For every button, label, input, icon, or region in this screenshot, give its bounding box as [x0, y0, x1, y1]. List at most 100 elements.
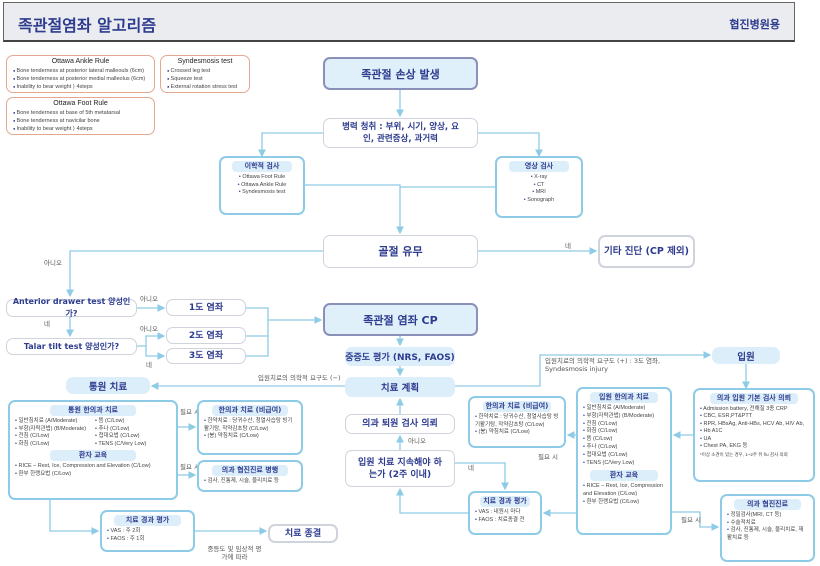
box-title: 이학적 검사: [232, 161, 292, 172]
syndesmosis-test-box: Syndesmosis test Crossed leg testSqueeze…: [160, 55, 250, 93]
list-item: VAS : 주 2회: [107, 528, 188, 536]
box-title: 입원 한의과 치료: [590, 392, 658, 403]
list-item: 뜸 (C/Low): [583, 436, 665, 444]
list-item: TENS (C/Very Low): [583, 460, 665, 468]
list-item: 부항(자락관법) (B/Moderate): [15, 426, 91, 434]
inpatient-noninsured-box: 한의과 치료 (비급여) 한약치료 : 당귀수산, 청열사습탕 빙기활기탕, 작…: [468, 396, 566, 448]
discharge-test-node: 의과 퇴원 검사 의뢰: [345, 414, 455, 434]
note: *이상 소견이 있는 경우, 1~2주 뒤 f/u 검사 의뢰: [700, 452, 788, 458]
list-item: 수술적치료: [727, 520, 808, 528]
list-item: Crossed leg test: [167, 67, 243, 75]
list-item: 일반침치료 (A/Moderate): [15, 418, 91, 426]
outpatient-coop-box: 의과 협진진료 병행 검사, 진통제, 시술, 물리치료 등: [197, 460, 303, 492]
inpatient-coop-box: 의과 협진진료 정밀검사(MRI, CT 등)수술적치료검사, 진통제, 시술,…: [720, 494, 815, 562]
no-label: 아니오: [408, 437, 426, 445]
list-item: 환부 한랭요법 (C/Low): [15, 471, 171, 479]
other-diagnosis-node: 기타 진단 (CP 제외): [598, 235, 695, 268]
box-title: 치료 경과 평가: [480, 496, 530, 507]
box-title: 한의과 치료 (비급여): [212, 405, 288, 416]
list-item: UA: [700, 436, 808, 443]
list-item: Hb A1C: [700, 428, 808, 435]
box-title: 환자 교육: [50, 450, 136, 461]
if-needed-label: 필요 시: [180, 463, 201, 471]
box-title: 영상 검사: [508, 161, 570, 172]
treatment-plan-node: 치료 계획: [345, 377, 455, 397]
anterior-drawer-node: Anterior drawer test 양성인가?: [6, 297, 137, 318]
list-item: 환부 한랭요법 (C/Low): [583, 499, 665, 507]
outpatient-eval-box: 치료 경과 평가 VAS : 주 2회FAOS : 주 1회: [100, 510, 195, 552]
list-item: X-ray: [502, 174, 576, 182]
list-item: 뜸 (C/Low): [95, 418, 171, 426]
list-item: RICE – Rest, Ice, Compression and Elevat…: [583, 483, 665, 499]
list-item: CT: [502, 182, 576, 190]
cp-node: 족관절 염좌 CP: [323, 303, 478, 336]
list-item: 정밀검사(MRI, CT 등): [727, 512, 808, 520]
if-needed-label: 필요 시: [538, 453, 559, 461]
inpatient-plus-label: 입원치료의 의학적 요구도 (+) : 3도 염좌, Syndesmosis i…: [545, 357, 661, 373]
no-label: 아니오: [140, 295, 158, 303]
list-item: 화침 (C/Low): [583, 428, 665, 436]
outpatient-care-box: 통원 한의과 치료 일반침치료 (A/Moderate)부항(자락관법) (B/…: [8, 400, 178, 500]
list-item: 검사, 진통제, 시술, 물리치료 등: [204, 478, 296, 486]
grade2-node: 2도 염좌: [166, 327, 246, 344]
box-title: 의과 협진진료 병행: [212, 465, 288, 476]
list-item: Ottawa Foot Rule: [226, 174, 298, 182]
list-item: 화침 (C/Low): [15, 441, 91, 449]
list-item: Inability to bear weight ⟩ 4steps: [13, 125, 148, 133]
by-severity-label: 중등도 및 임상적 평가에 따라: [207, 545, 262, 561]
yes-label: 네: [468, 464, 474, 472]
yes-label: 네: [146, 361, 152, 369]
list-item: Sonograph: [502, 197, 576, 205]
page-title: 족관절염좌 알고리즘: [18, 16, 157, 35]
list-item: Syndesmosis test: [226, 189, 298, 197]
box-title: 통원 한의과 치료: [50, 405, 136, 416]
box-title: 한의과 치료 (비급여): [482, 401, 552, 412]
fracture-node: 골절 유무: [323, 235, 478, 268]
yes-label: 네: [44, 320, 50, 328]
list-item: RICE – Rest, Ice, Compression and Elevat…: [15, 463, 171, 471]
if-needed-label: 필요 시: [681, 516, 702, 524]
no-label: 아니오: [44, 259, 62, 267]
inpatient-eval-box: 치료 경과 평가 VAS : 내원시 마다FAOS : 치료종결 전: [468, 491, 542, 535]
grade1-node: 1도 염좌: [166, 299, 246, 316]
list-item: Chest PA, EKG 등: [700, 443, 808, 450]
talar-tilt-node: Talar tilt test 양성인가?: [6, 338, 137, 355]
list-item: 추나 (C/Low): [583, 444, 665, 452]
list-item: Ottawa Ankle Rule: [226, 182, 298, 190]
severity-node: 중증도 평가 (NRS, FAOS): [345, 347, 455, 366]
history-node: 병력 청취 : 부위, 시기, 양상, 요인, 관련증상, 과거력: [323, 118, 478, 148]
list-item: FAOS : 치료종결 전: [475, 517, 535, 525]
box-title: Syndesmosis test: [177, 58, 233, 65]
page-subtitle: 협진병원용: [729, 18, 780, 31]
list-item: (봉) 약침치료 (C/Low): [204, 433, 296, 441]
list-item: Bone tenderness at base of 5th metatarsa…: [13, 109, 148, 117]
list-item: Bone tenderness at posterior medial mall…: [13, 75, 148, 83]
list-item: 전침 (C/Low): [15, 433, 91, 441]
box-title: Ottawa Ankle Rule: [51, 58, 110, 65]
box-title: Ottawa Foot Rule: [53, 100, 108, 107]
list-item: External rotation stress test: [167, 83, 243, 91]
injury-node: 족관절 손상 발생: [323, 57, 478, 90]
list-item: Inability to bear weight ⟩ 4steps: [13, 83, 148, 91]
list-item: 첩대요법 (C/Low): [95, 433, 171, 441]
page-header: 족관절염좌 알고리즘 협진병원용: [3, 2, 795, 42]
list-item: CBC, ESR,PT&PTT: [700, 413, 808, 420]
list-item: Bone tenderness at posterior lateral mal…: [13, 67, 148, 75]
inpatient-minus-label: 입원치료의 의학적 요구도 (−): [258, 374, 341, 382]
inpatient-tests-box: 의과 입원 기본 검사 의뢰 Admission battery, 전해질 3종…: [693, 388, 815, 482]
list-item: 한약치료 : 당귀수산, 청열사습탕 빙기활기탕, 작약감초탕 (C/Low): [204, 418, 296, 433]
list-item: 첩대요법 (C/Low): [583, 452, 665, 460]
no-label: 아니오: [140, 325, 158, 333]
inpatient-node: 입원: [712, 347, 780, 364]
list-item: RPR, HBsAg, Anti-HBs, HCV Ab, HIV Ab,: [700, 421, 808, 428]
continue-inpatient-node: 입원 치료 지속해야 하는가 (2주 이내): [345, 450, 455, 487]
outpatient-node: 통원 치료: [66, 377, 150, 394]
outpatient-noninsured-box: 한의과 치료 (비급여) 한약치료 : 당귀수산, 청열사습탕 빙기활기탕, 작…: [197, 400, 303, 455]
box-title: 치료 경과 평가: [114, 515, 181, 526]
list-item: FAOS : 주 1회: [107, 536, 188, 544]
list-item: MRI: [502, 189, 576, 197]
list-item: 추나 (C/Low): [95, 426, 171, 434]
inpatient-care-box: 입원 한의과 치료 일반침치료 (A/Moderate)부항(자락관법) (B/…: [576, 387, 672, 535]
box-title: 의과 입원 기본 검사 의뢰: [709, 393, 799, 404]
